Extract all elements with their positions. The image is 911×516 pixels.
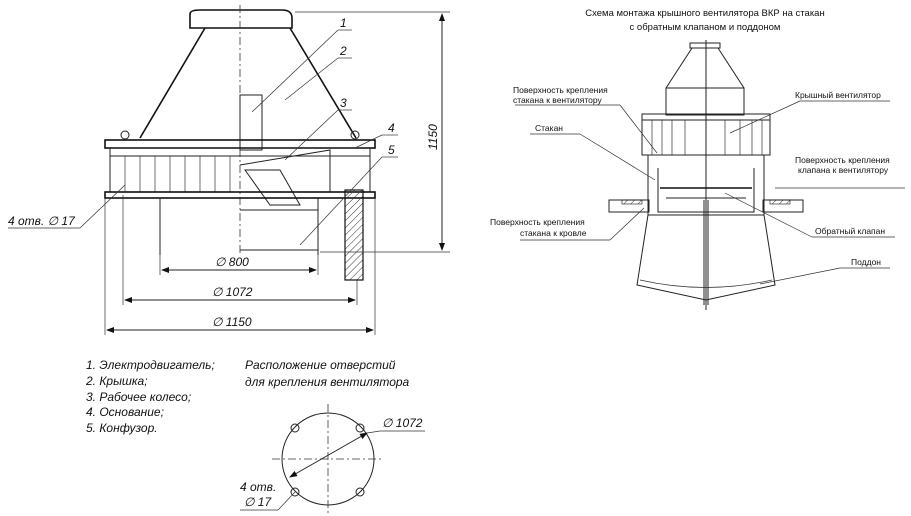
holes-layout-title: Расположение отверстий xyxy=(245,358,396,372)
dim-800: ∅ 800 xyxy=(215,255,249,269)
mounting-scheme-drawing: Схема монтажа крышного вентилятора ВКР н… xyxy=(490,8,905,310)
label-check-valve: Обратный клапан xyxy=(815,226,885,236)
label-surface-valve: клапана к вентилятору xyxy=(798,165,889,175)
holes-size-label: ∅ 17 xyxy=(244,495,272,509)
legend-item: 2. Крышка; xyxy=(85,374,148,388)
legend-item: 3. Рабочее колесо; xyxy=(86,390,191,404)
callout-4: 4 xyxy=(388,121,395,135)
label-surface-valve: Поверхность крепления xyxy=(795,155,890,165)
legend-item: 1. Электродвигатель; xyxy=(86,358,215,372)
dim-1150: ∅ 1150 xyxy=(212,315,252,329)
label-roof-fan: Крышный вентилятор xyxy=(795,90,881,100)
scheme-title: Схема монтажа крышного вентилятора ВКР н… xyxy=(585,8,824,19)
label-surface-fan: Поверхность крепления xyxy=(513,85,608,95)
label-tray: Поддон xyxy=(851,257,881,267)
fan-section-drawing: 1 2 3 4 5 4 отв. ∅ 17 1150 ∅ 800 ∅ 1072 … xyxy=(8,5,450,335)
callout-2: 2 xyxy=(339,44,347,58)
holes-layout-title: для крепления вентилятора xyxy=(245,375,410,389)
label-surface-roof: стакана к кровле xyxy=(520,228,587,238)
holes-count-label: 4 отв. xyxy=(240,480,276,494)
callout-1: 1 xyxy=(340,16,347,30)
height-dimension: 1150 xyxy=(426,124,440,150)
label-surface-roof: Поверхность крепления xyxy=(490,217,585,227)
legend-item: 4. Основание; xyxy=(86,405,164,419)
holes-label: 4 отв. ∅ 17 xyxy=(8,214,76,228)
callout-3: 3 xyxy=(340,96,347,110)
legend-item: 5. Конфузор. xyxy=(86,421,158,435)
callout-5: 5 xyxy=(388,143,395,157)
label-surface-fan: стакана к вентилятору xyxy=(513,95,602,105)
parts-legend: 1. Электродвигатель; 2. Крышка; 3. Рабоч… xyxy=(85,358,215,435)
dim-1072: ∅ 1072 xyxy=(212,285,253,299)
label-stakan: Стакан xyxy=(535,123,563,133)
holes-diameter-label: ∅ 1072 xyxy=(382,416,423,430)
holes-layout-diagram: Расположение отверстий для крепления вен… xyxy=(240,358,425,516)
scheme-title: с обратным клапаном и поддоном xyxy=(630,22,781,33)
